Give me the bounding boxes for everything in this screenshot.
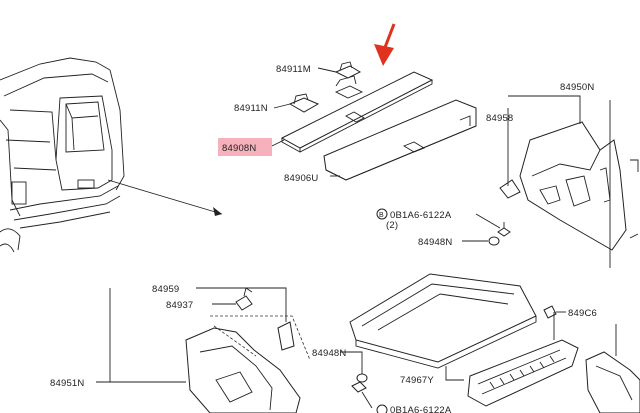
label-84959: 84959 (152, 284, 179, 295)
leader-84948N-bot (340, 351, 363, 374)
label-0816122A-bottom: 0B1A6-6122A (390, 405, 452, 413)
label-84911N: 84911N (234, 103, 268, 114)
leader-0816122A (475, 213, 501, 229)
leader-84911N (273, 103, 291, 109)
clip-84911M (334, 61, 362, 79)
trim-84951N (185, 315, 311, 413)
label-84937: 84937 (166, 300, 193, 311)
bracket-84959 (277, 321, 295, 351)
red-pointer-arrow (374, 23, 396, 66)
label-84911M: 84911M (276, 64, 311, 75)
label-84950N: 84950N (560, 82, 594, 93)
clip-84911N (288, 93, 320, 113)
label-84951N: 84951N (50, 378, 84, 389)
vehicle-rear-illustration (0, 57, 223, 253)
bolt-symbol-circle (376, 208, 388, 220)
clip-84948N-top (488, 236, 500, 246)
leader-84950N (508, 95, 581, 124)
cargo-mat (349, 273, 537, 369)
label-84948N-top: 84948N (418, 237, 452, 248)
label-84958: 84958 (486, 113, 513, 124)
leader-84959 (196, 287, 287, 322)
bolt-symbol-letter: B (379, 212, 384, 219)
leader-0816122A-bot (361, 391, 373, 409)
bolt-symbol-circle-bottom (376, 404, 388, 413)
label-84908N: 84908N (222, 143, 256, 154)
leader-74967Y (445, 366, 464, 381)
label-74967Y: 74967Y (400, 375, 434, 386)
label-849C6: 849C6 (568, 308, 597, 319)
label-0816122A-qty: (2) (386, 220, 398, 231)
sill-plate (467, 339, 579, 407)
trim-84950N (499, 121, 639, 251)
label-84906U: 84906U (284, 173, 318, 184)
clip-849C6 (543, 305, 557, 319)
floor-board-lower (323, 99, 477, 181)
label-84948N-bot: 84948N (312, 348, 346, 359)
clip-84948N-bottom (351, 373, 368, 393)
leader-84908N (271, 139, 285, 147)
floor-board-upper (280, 71, 434, 153)
trim-right-lower (585, 351, 640, 413)
clip-84937 (235, 287, 253, 311)
leader-84911M (317, 67, 337, 73)
label-0816122A: 0B1A6-6122A (390, 210, 452, 221)
highlight-84908N (218, 138, 272, 156)
screw-0816122A (497, 222, 511, 237)
